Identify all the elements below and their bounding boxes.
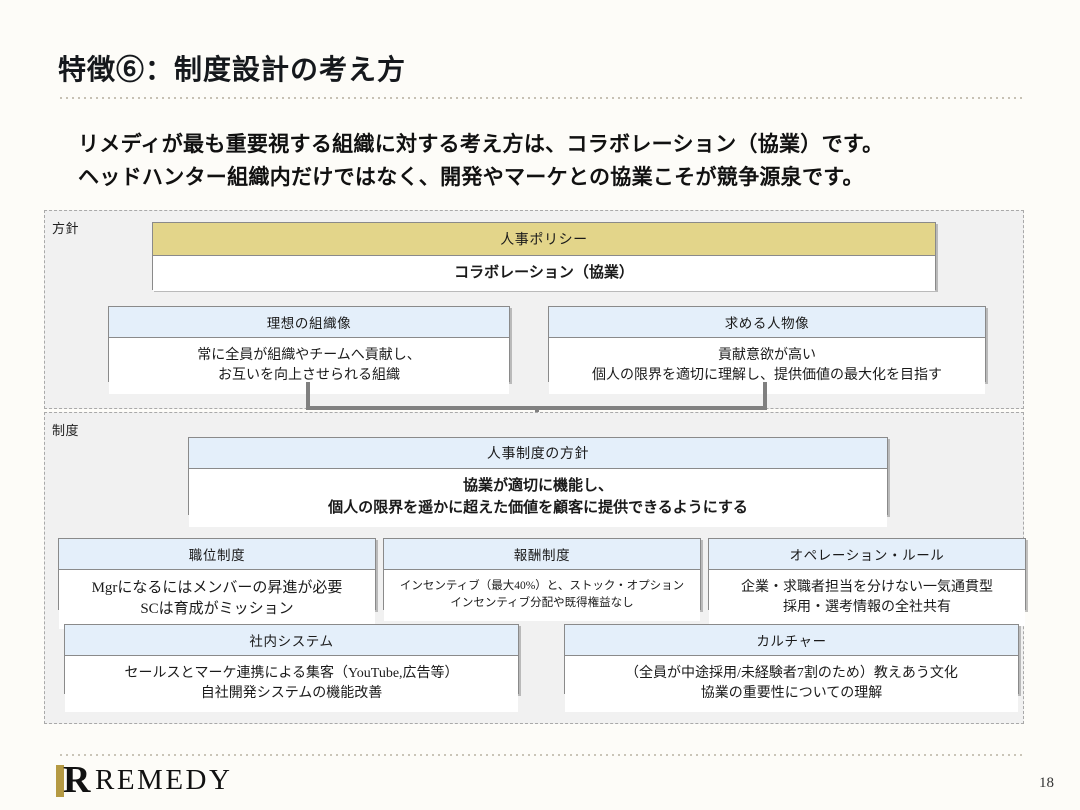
section-system-label: 制度	[52, 423, 80, 438]
card-hr-system-policy: 人事制度の方針 協業が適切に機能し、 個人の限界を遥かに超えた価値を顧客に提供で…	[188, 437, 888, 527]
card-culture-body-line-2: 協業の重要性についての理解	[700, 685, 883, 701]
card-internal-system-body-line-2: 自社開発システムの機能改善	[200, 685, 383, 701]
card-reward-system-body-line-2: インセンティブ分配や既得権益なし	[450, 597, 634, 610]
page-number: 18	[1039, 775, 1054, 791]
lead-paragraph: リメディが最も重要視する組織に対する考え方は、コラボレーション（協業）です。 ヘ…	[78, 128, 1018, 193]
lead-line-1: リメディが最も重要視する組織に対する考え方は、コラボレーション（協業）です。	[78, 132, 884, 156]
card-hr-system-policy-header: 人事制度の方針	[189, 438, 887, 469]
card-wanted-person-body-line-1: 貢献意欲が高い	[718, 348, 816, 363]
card-ideal-org-header: 理想の組織像	[109, 307, 509, 338]
card-hr-system-policy-body-line-1: 協業が適切に機能し、	[462, 478, 613, 494]
card-reward-system: 報酬制度 インセンティブ（最大40%）と、ストック・オプション インセンティブ分…	[383, 538, 701, 621]
card-wanted-person-body: 貢献意欲が高い 個人の限界を適切に理解し、提供価値の最大化を目指す	[549, 338, 985, 394]
card-culture-body: （全員が中途採用/未経験者7割のため）教えあう文化 協業の重要性についての理解	[565, 656, 1018, 712]
card-operation-rule-body-line-1: 企業・求職者担当を分けない一気通貫型	[741, 580, 993, 595]
footer-divider	[58, 754, 1022, 756]
card-ideal-org-body-line-1: 常に全員が組織やチームへ貢献し、	[197, 348, 421, 363]
card-reward-system-body-line-1: インセンティブ（最大40%）と、ストック・オプション	[399, 580, 685, 592]
card-reward-system-body: インセンティブ（最大40%）と、ストック・オプション インセンティブ分配や既得権…	[384, 570, 700, 621]
card-reward-system-header: 報酬制度	[384, 539, 700, 570]
card-rank-system-body: Mgrになるにはメンバーの昇進が必要 SCは育成がミッション	[59, 570, 375, 629]
card-hr-policy: 人事ポリシー コラボレーション（協業）	[152, 222, 936, 292]
section-policy-label: 方針	[52, 221, 80, 236]
card-internal-system-header: 社内システム	[65, 625, 518, 656]
remedy-logo-mark-icon: R	[56, 761, 90, 799]
card-wanted-person-header: 求める人物像	[549, 307, 985, 338]
card-operation-rule: オペレーション・ルール 企業・求職者担当を分けない一気通貫型 採用・選考情報の全…	[708, 538, 1026, 626]
card-internal-system: 社内システム セールスとマーケ連携による集客（YouTube,広告等） 自社開発…	[64, 624, 519, 712]
card-hr-policy-body: コラボレーション（協業）	[153, 256, 935, 292]
connector-right-stub	[763, 382, 767, 410]
card-culture-body-line-1: （全員が中途採用/未経験者7割のため）教えあう文化	[625, 666, 958, 681]
card-hr-system-policy-body: 協業が適切に機能し、 個人の限界を遥かに超えた価値を顧客に提供できるようにする	[189, 469, 887, 527]
card-internal-system-body-line-1: セールスとマーケ連携による集客（YouTube,広告等）	[124, 666, 459, 681]
card-rank-system-header: 職位制度	[59, 539, 375, 570]
card-internal-system-body: セールスとマーケ連携による集客（YouTube,広告等） 自社開発システムの機能…	[65, 656, 518, 712]
card-rank-system-body-line-1: Mgrになるにはメンバーの昇進が必要	[91, 580, 343, 596]
logo-r-glyph: R	[63, 759, 91, 801]
card-wanted-person-body-line-2: 個人の限界を適切に理解し、提供価値の最大化を目指す	[592, 367, 942, 383]
card-ideal-org-body-line-2: お互いを向上させられる組織	[218, 367, 400, 383]
remedy-logo-text: REMEDY	[95, 763, 233, 796]
page-title: 特徴⑥：制度設計の考え方	[58, 55, 407, 86]
card-wanted-person: 求める人物像 貢献意欲が高い 個人の限界を適切に理解し、提供価値の最大化を目指す	[548, 306, 986, 394]
card-ideal-org: 理想の組織像 常に全員が組織やチームへ貢献し、 お互いを向上させられる組織	[108, 306, 510, 394]
card-operation-rule-header: オペレーション・ルール	[709, 539, 1025, 570]
card-culture: カルチャー （全員が中途採用/未経験者7割のため）教えあう文化 協業の重要性につ…	[564, 624, 1019, 712]
connector-left-stub	[306, 382, 310, 410]
card-hr-system-policy-body-line-2: 個人の限界を遥かに超えた価値を顧客に提供できるようにする	[328, 499, 748, 516]
lead-line-2: ヘッドハンター組織内だけではなく、開発やマーケとの協業こそが競争源泉です。	[78, 164, 864, 189]
card-operation-rule-body: 企業・求職者担当を分けない一気通貫型 採用・選考情報の全社共有	[709, 570, 1025, 626]
card-rank-system-body-line-2: SCは育成がミッション	[140, 601, 294, 618]
remedy-logo: R REMEDY	[56, 761, 233, 799]
card-operation-rule-body-line-2: 採用・選考情報の全社共有	[783, 599, 951, 615]
card-culture-header: カルチャー	[565, 625, 1018, 656]
card-rank-system: 職位制度 Mgrになるにはメンバーの昇進が必要 SCは育成がミッション	[58, 538, 376, 629]
title-divider	[58, 97, 1022, 99]
card-hr-policy-header: 人事ポリシー	[153, 223, 935, 256]
logo-gold-bar	[56, 765, 64, 797]
